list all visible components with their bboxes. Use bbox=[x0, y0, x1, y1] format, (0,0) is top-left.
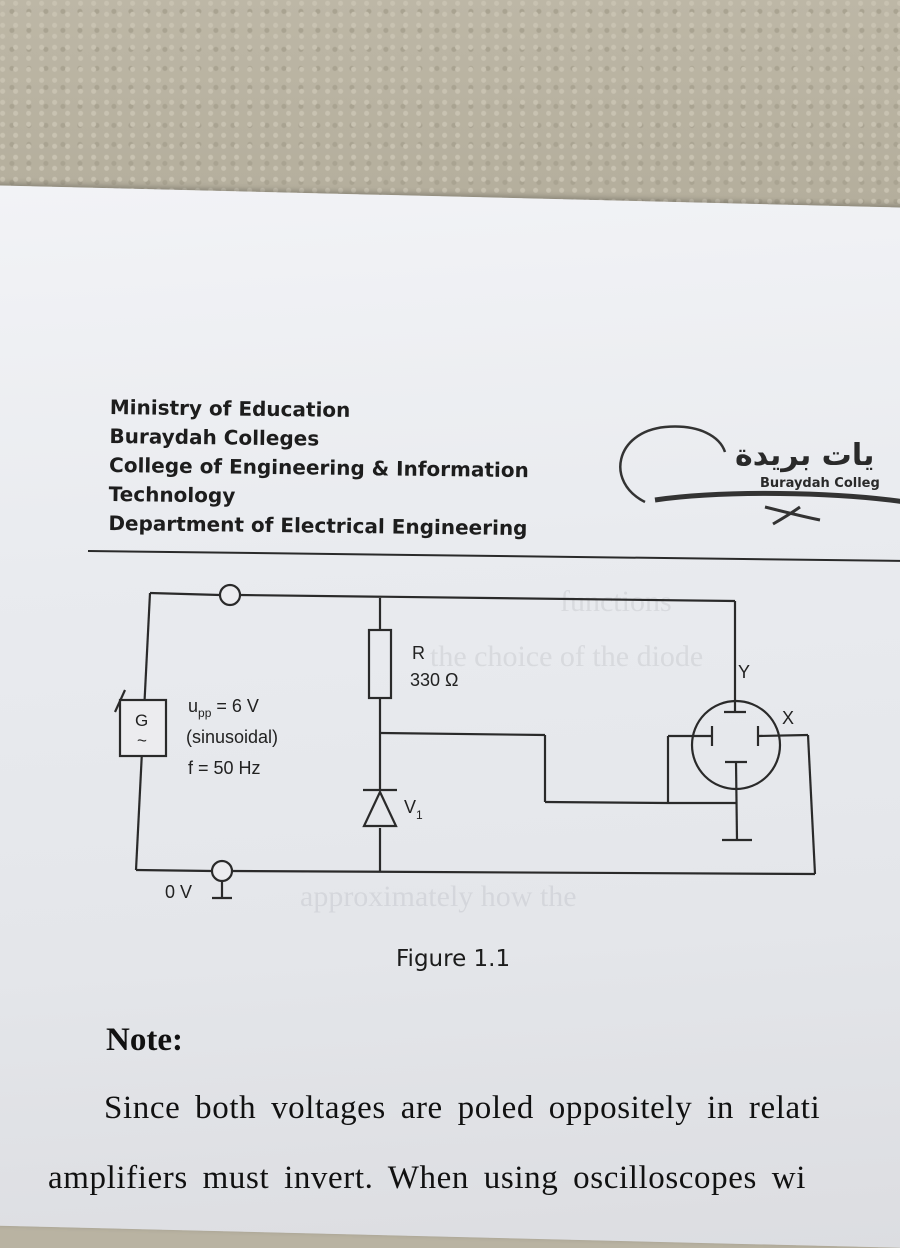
generator-g-label: G bbox=[135, 711, 148, 730]
figure-caption: Figure 1.1 bbox=[396, 946, 511, 972]
scope-y-label: Y bbox=[738, 662, 750, 682]
waveform-label: (sinusoidal) bbox=[186, 727, 278, 747]
ground-label: 0 V bbox=[165, 882, 192, 902]
frequency-label: f = 50 Hz bbox=[188, 758, 261, 778]
college-logo-graphic bbox=[619, 425, 900, 526]
logo-arabic-text: يات بريدة bbox=[735, 438, 875, 473]
generator-tilde: ~ bbox=[137, 731, 147, 750]
note-heading: Note: bbox=[106, 1022, 183, 1058]
circuit-diagram: G ~ upp = 6 V (sinusoidal) f = 50 Hz R 3… bbox=[113, 583, 817, 902]
voltage-value: = 6 V bbox=[211, 696, 259, 716]
logo-english-text: Buraydah Colleg bbox=[760, 476, 880, 491]
voltage-subscript: pp bbox=[198, 706, 212, 720]
diode-symbol: V bbox=[404, 797, 416, 817]
bleed-through-text: approximately how the bbox=[300, 880, 577, 913]
body-text-line-1: Since both voltages are poled oppositely… bbox=[104, 1090, 821, 1126]
resistor-value: 330 Ω bbox=[410, 670, 459, 690]
resistor-name: R bbox=[412, 643, 425, 663]
voltage-label: upp = 6 V bbox=[188, 696, 259, 720]
voltage-symbol: u bbox=[188, 696, 198, 716]
diode-subscript: 1 bbox=[416, 808, 423, 822]
bleed-through-text: functions bbox=[560, 585, 672, 618]
scope-x-label: X bbox=[782, 708, 794, 728]
bleed-through-text: the choice of the diode bbox=[430, 640, 704, 673]
body-text-line-2: amplifiers must invert. When using oscil… bbox=[48, 1160, 806, 1196]
diode-label: V1 bbox=[404, 797, 423, 822]
